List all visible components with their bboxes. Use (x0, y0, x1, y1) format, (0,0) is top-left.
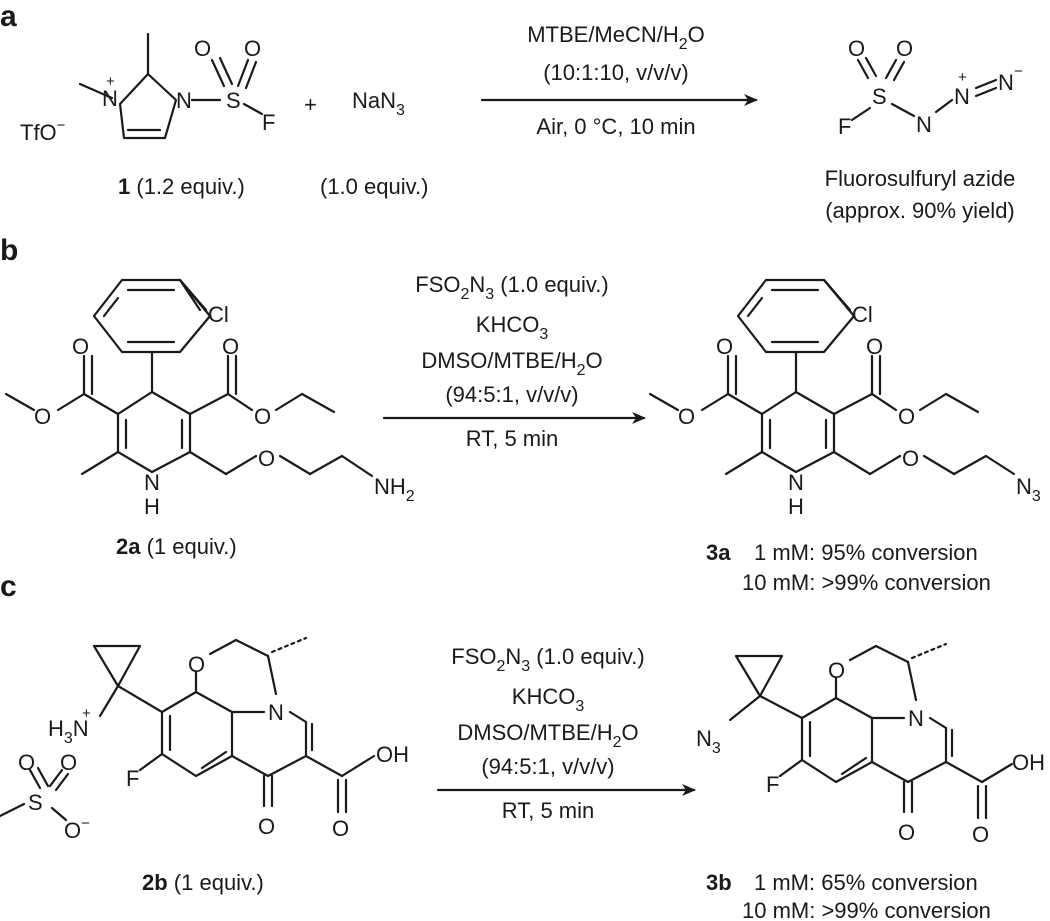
atom-n3-3b: N3 (696, 726, 721, 757)
atom-o-3b-bridge: O (828, 658, 845, 683)
product-a-name: Fluorosulfuryl azide (825, 166, 1016, 191)
atom-oh-3b: OH (1012, 750, 1045, 775)
condition-b-reagent: FSO2N3 (1.0 equiv.) (415, 272, 608, 303)
atom-n-ring: N (176, 88, 192, 113)
atom-o-3a-2: O (678, 404, 695, 429)
atom-n-prod-a3: N (998, 70, 1014, 95)
atom-cl-3a: Cl (852, 302, 873, 327)
atom-o-2b-acid: O (332, 816, 349, 841)
product-3b-result-2: 10 mM: >99% conversion (742, 898, 991, 921)
atom-nh-2a: N (144, 470, 160, 495)
charge-plus-1: + (106, 73, 115, 90)
atom-nh2-2a: NH2 (374, 474, 415, 505)
condition-a-solvent: MTBE/MeCN/H2O (527, 22, 705, 53)
atom-o-2a-4: O (254, 404, 271, 429)
reagent-1-structure (78, 32, 264, 140)
panel-label-a: a (0, 0, 17, 33)
reagent-1-label: 1 (1.2 equiv.) (118, 174, 245, 199)
atom-n-3b: N (908, 706, 924, 731)
condition-a-ratio: (10:1:10, v/v/v) (543, 60, 689, 85)
condition-b-base: KHCO3 (476, 312, 549, 343)
plus-sign: + (304, 92, 317, 117)
product-3b-id: 3b (706, 870, 732, 895)
condition-c-time: RT, 5 min (502, 798, 595, 823)
product-3a-result-1: 1 mM: 95% conversion (754, 540, 978, 565)
condition-c-solvent: DMSO/MTBE/H2O (457, 720, 638, 751)
atom-o-3b-acid: O (972, 822, 989, 847)
substrate-2a-label: 2a (1 equiv.) (116, 534, 237, 559)
atom-o-mesylate-1: O (18, 750, 35, 775)
product-3a-result-2: 10 mM: >99% conversion (742, 570, 991, 595)
condition-b-solvent: DMSO/MTBE/H2O (421, 348, 602, 379)
atom-o-3a-1: O (716, 334, 733, 359)
condition-c-reagent: FSO2N3 (1.0 equiv.) (451, 644, 644, 675)
atom-n-prod-a1: N (916, 112, 932, 137)
panel-label-c: c (0, 570, 17, 603)
atom-h-2a: H (144, 494, 160, 519)
atom-o-3b-ketone: O (898, 820, 915, 845)
atom-o-prod-a1: O (848, 36, 865, 61)
atom-o-2a-1: O (72, 334, 89, 359)
atom-n-2b: N (268, 700, 284, 725)
atom-o-mesylate-3: O− (64, 815, 90, 843)
atom-f-prod-a: F (838, 114, 851, 139)
reagent-nan3: NaN3 (352, 88, 405, 119)
atom-f-1: F (262, 110, 275, 135)
atom-h-3a: H (788, 494, 804, 519)
product-3b-structure (728, 642, 1014, 820)
atom-o-2a-2: O (34, 404, 51, 429)
atom-o-prod-a2: O (896, 36, 913, 61)
condition-b-ratio: (94:5:1, v/v/v) (445, 382, 578, 407)
charge-minus-prod-a: − (1014, 63, 1023, 80)
product-3a-structure (648, 278, 1016, 476)
condition-c-base: KHCO3 (512, 684, 585, 715)
atom-n-prod-a2: N (954, 84, 970, 109)
atom-oh-2b: OH (376, 742, 409, 767)
atom-h3n-2b: H3N (48, 716, 89, 747)
atom-o-3a-4: O (898, 404, 915, 429)
atom-o-3a-5: O (902, 446, 919, 471)
counterion-tfo: TfO− (20, 117, 66, 145)
substrate-2a-structure (4, 278, 374, 478)
atom-o-2a-5: O (258, 446, 275, 471)
substrate-2b-structure (0, 636, 376, 822)
panel-label-b: b (0, 234, 18, 267)
atom-o-2a-3: O (222, 334, 239, 359)
atom-o-2b-ketone: O (258, 814, 275, 839)
condition-c-ratio: (94:5:1, v/v/v) (481, 754, 614, 779)
atom-o-mesylate-2: O (60, 750, 77, 775)
charge-plus-2b: + (82, 705, 91, 722)
product-3b-result-1: 1 mM: 65% conversion (754, 870, 978, 895)
product-a-yield: (approx. 90% yield) (825, 198, 1015, 223)
substrate-2b-label: 2b (1 equiv.) (142, 870, 264, 895)
atom-s-prod-a: S (872, 84, 887, 109)
reagent-2-label: (1.0 equiv.) (320, 174, 428, 199)
atom-o-3a-3: O (866, 334, 883, 359)
atom-f-2b: F (126, 766, 139, 791)
atom-o-1b: O (244, 36, 261, 61)
atom-o-1a: O (194, 36, 211, 61)
atom-n-plus: N (102, 86, 118, 111)
charge-plus-prod-a: + (958, 69, 967, 86)
atom-nh-3a: N (788, 470, 804, 495)
atom-n3-3a: N3 (1016, 474, 1041, 505)
condition-b-time: RT, 5 min (466, 426, 559, 451)
product-fso2n3-structure (850, 56, 998, 122)
atom-s-1: S (226, 88, 241, 113)
atom-o-2b-bridge: O (188, 652, 205, 677)
product-3a-id: 3a (706, 540, 731, 565)
atom-f-3b: F (766, 772, 779, 797)
atom-s-mesylate: S (28, 790, 43, 815)
atom-cl-2a: Cl (208, 302, 229, 327)
condition-a-air: Air, 0 °C, 10 min (536, 114, 695, 139)
